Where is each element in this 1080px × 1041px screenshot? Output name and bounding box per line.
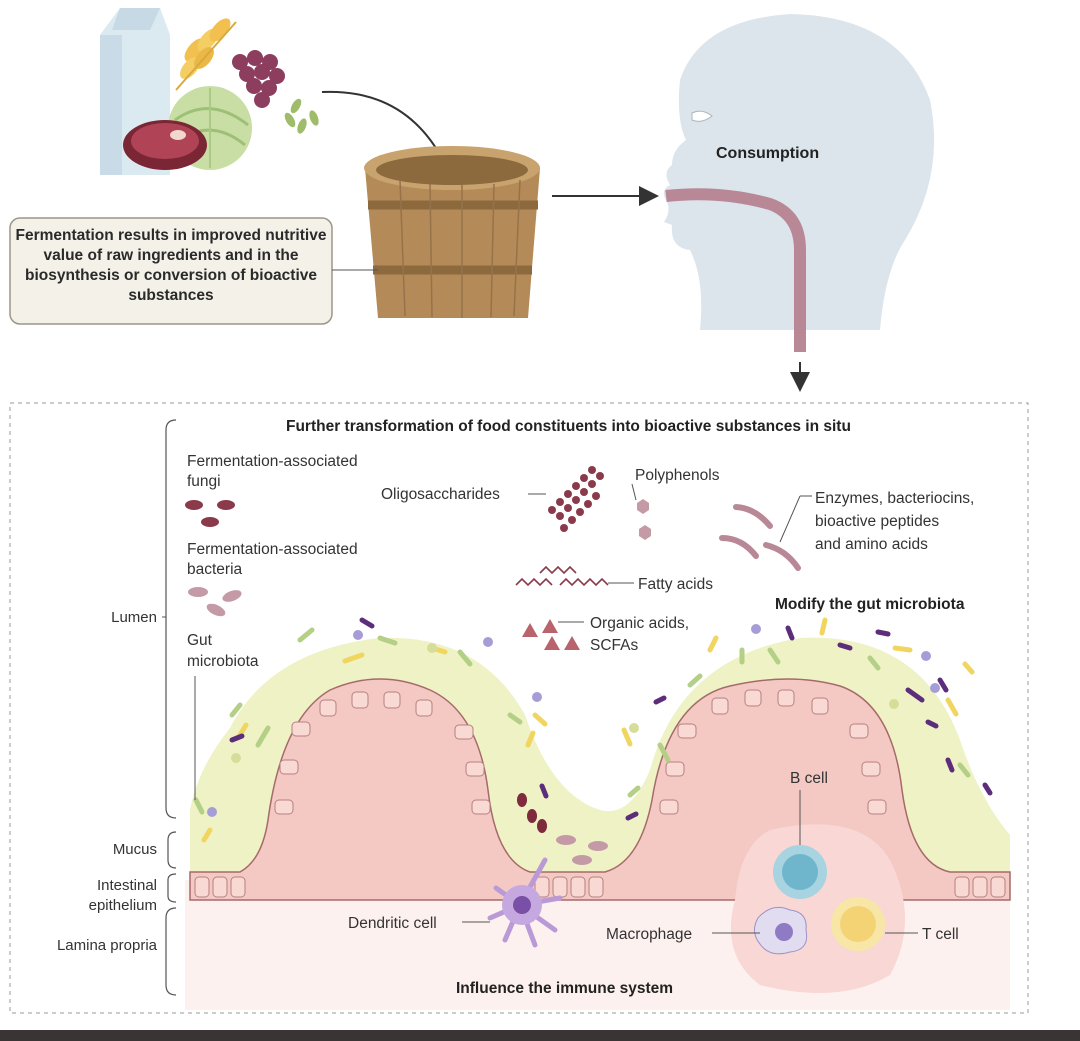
intestinal-epithelium-label-line2: epithelium xyxy=(89,897,157,914)
bacteria-label-line1: Fermentation-associated xyxy=(187,541,358,558)
organic-acids-label-line1: Organic acids, xyxy=(590,615,689,632)
dendritic-cell-icon xyxy=(487,857,563,948)
human-head-illustration xyxy=(663,14,935,352)
macrophage-icon xyxy=(754,906,808,955)
enzymes-peptides-icon xyxy=(719,504,801,571)
organic-acids-label-line2: SCFAs xyxy=(590,637,638,654)
wheat-icon xyxy=(175,18,237,91)
polyphenols-icon xyxy=(637,499,651,540)
t-cell-label: T cell xyxy=(922,926,959,943)
enzymes-label-line2: bioactive peptides xyxy=(815,513,939,530)
microbiota-label-line1: Gut xyxy=(187,632,213,649)
epithelial-cells xyxy=(194,689,1006,898)
b-cell-label: B cell xyxy=(790,770,828,787)
gut-microbes xyxy=(193,617,993,865)
bottom-bar xyxy=(0,1030,1080,1041)
polyphenols-label: Polyphenols xyxy=(635,467,720,484)
fungi-label-line1: Fermentation-associated xyxy=(187,453,358,470)
digestive-tract-icon xyxy=(665,188,806,352)
fermentation-callout xyxy=(9,217,378,325)
enzymes-label-line3: and amino acids xyxy=(815,536,928,553)
fungi-label-line2: fungi xyxy=(187,473,221,490)
macrophage-label: Macrophage xyxy=(606,926,692,943)
oligosaccharides-label: Oligosaccharides xyxy=(381,486,500,503)
food-ingredients-illustration xyxy=(100,8,319,175)
region-brackets xyxy=(165,419,177,996)
enzymes-label-line1: Enzymes, bacteriocins, xyxy=(815,490,974,507)
dendritic-cell-label: Dendritic cell xyxy=(348,915,437,932)
fungi-icon xyxy=(185,500,235,527)
lamina-propria-label: Lamina propria xyxy=(57,937,158,954)
grapes-icon xyxy=(232,50,285,108)
mucus-label: Mucus xyxy=(113,841,157,858)
microbiota-label-line2: microbiota xyxy=(187,653,259,670)
bacteria-icon xyxy=(188,587,242,617)
fatty-acids-label: Fatty acids xyxy=(638,576,713,593)
organic-acids-icon xyxy=(522,619,580,650)
fatty-acids-icon xyxy=(515,565,609,587)
gut-panel-frame xyxy=(9,402,1029,1014)
consumption-label: Consumption xyxy=(716,145,819,162)
gut-panel-title: Further transformation of food constitue… xyxy=(286,418,851,435)
t-cell-icon xyxy=(831,897,885,951)
b-cell-icon xyxy=(773,845,827,899)
intestinal-epithelium-label-line1: Intestinal xyxy=(97,877,157,894)
lumen-label: Lumen xyxy=(111,609,157,626)
meat-icon xyxy=(123,120,207,170)
oligosaccharides-icon xyxy=(548,466,604,532)
fermentation-barrel-icon xyxy=(364,146,540,318)
influence-immune-label: Influence the immune system xyxy=(456,980,673,997)
herbs-icon xyxy=(284,98,319,134)
bacteria-label-line2: bacteria xyxy=(187,561,243,578)
modify-microbiota-label: Modify the gut microbiota xyxy=(775,596,965,613)
fermentation-callout-text: Fermentation results in improved nutriti… xyxy=(15,227,327,304)
